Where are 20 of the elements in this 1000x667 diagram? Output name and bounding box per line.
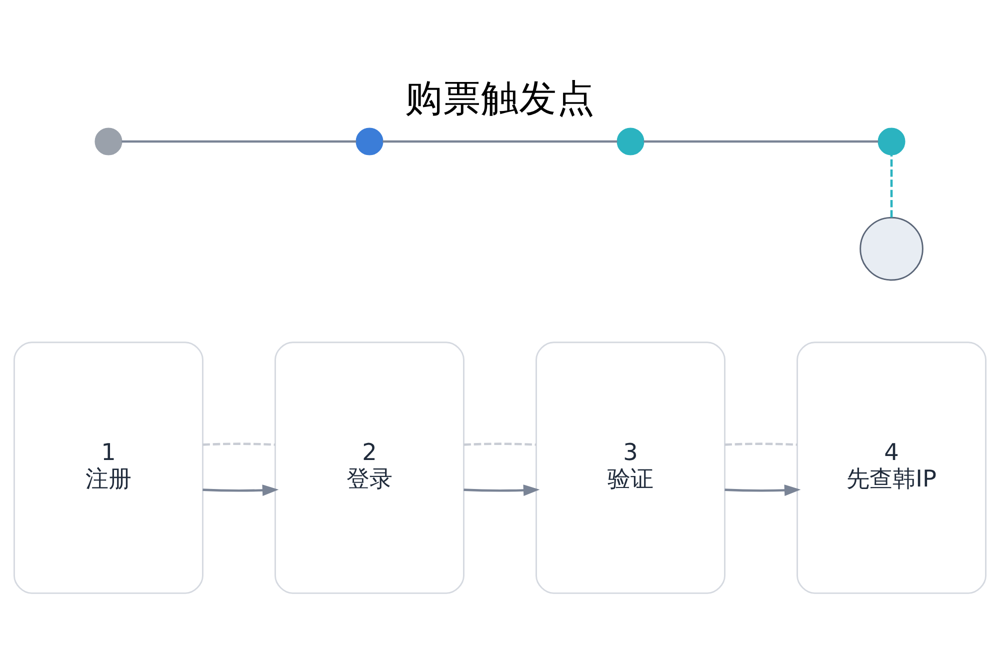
node-circle — [860, 216, 924, 280]
connector — [202, 442, 276, 446]
arrow — [724, 484, 801, 496]
node-box: 2 登录 — [274, 341, 464, 594]
arrow — [202, 484, 279, 496]
arrow — [464, 484, 540, 496]
connector — [382, 140, 618, 142]
node-circle — [616, 127, 644, 155]
node-circle — [356, 127, 384, 155]
node-circle — [94, 127, 122, 155]
connector — [122, 140, 356, 142]
connector — [724, 442, 798, 446]
node-box: 4 先查韩IP — [796, 341, 986, 594]
connector — [464, 442, 536, 446]
node-box: 1 注册 — [14, 341, 204, 594]
connector — [890, 154, 893, 217]
diagram-title: 购票触发点 — [405, 75, 595, 120]
connector — [644, 140, 878, 142]
node-circle — [878, 127, 906, 155]
node-box: 3 验证 — [536, 341, 726, 594]
